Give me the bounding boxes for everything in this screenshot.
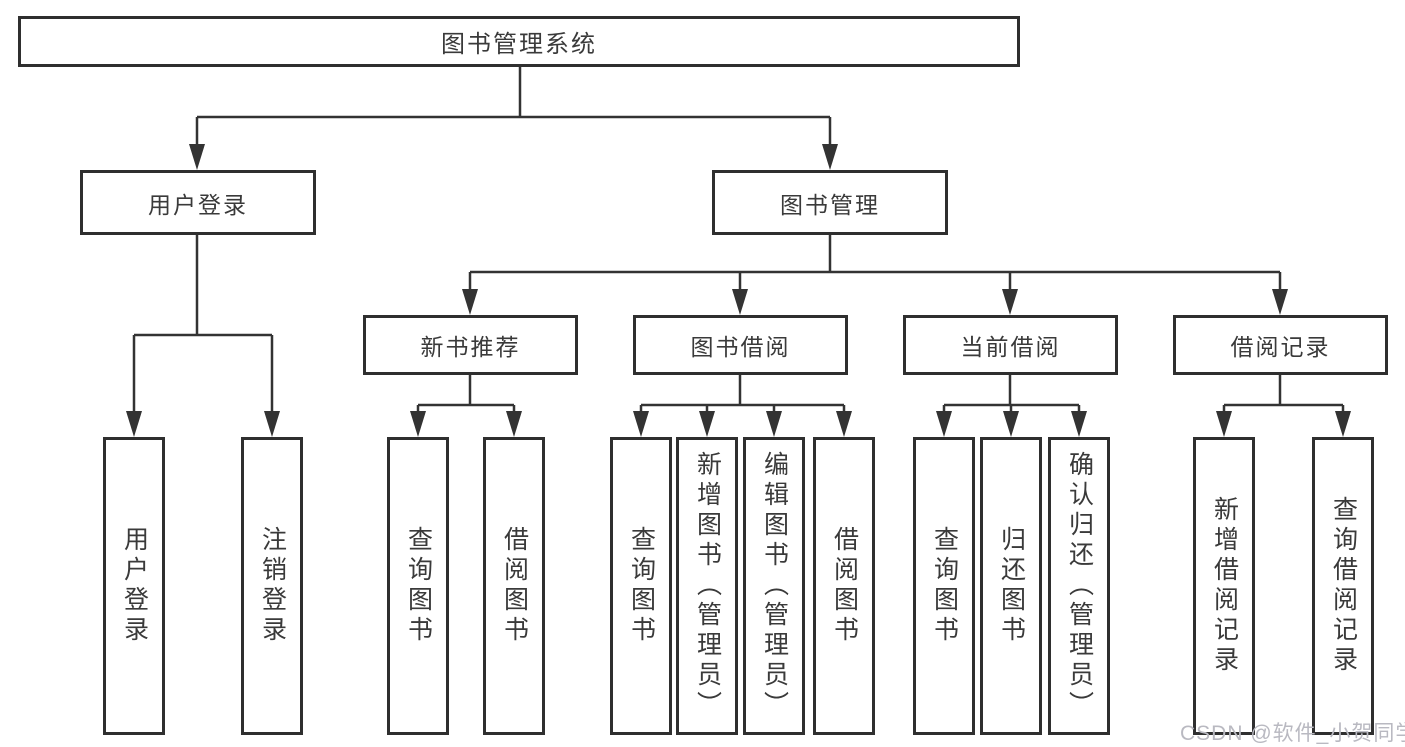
arrow-down-icon — [1335, 411, 1351, 437]
node-label: 查询借阅记录 — [1329, 496, 1358, 676]
arrow-down-icon — [732, 289, 748, 315]
leaf-query-books-recommend: 查询图书 — [387, 437, 449, 735]
node-label: 借阅图书 — [830, 526, 859, 646]
node-label: 确认归还（管理员） — [1065, 451, 1094, 721]
arrow-down-icon — [462, 289, 478, 315]
leaf-query-books-borrowing: 查询图书 — [610, 437, 672, 735]
node-label: 用户登录 — [148, 191, 248, 218]
node-label: 查询图书 — [930, 526, 959, 646]
node-book-borrowing: 图书借阅 — [633, 315, 848, 375]
node-label: 编辑图书（管理员） — [760, 451, 789, 721]
arrow-down-icon — [822, 144, 838, 170]
csdn-watermark: CSDN @软件_小贺同学 — [1180, 722, 1405, 745]
arrow-down-icon — [836, 411, 852, 437]
leaf-confirm-return-admin: 确认归还（管理员） — [1048, 437, 1110, 735]
arrow-down-icon — [264, 411, 280, 437]
node-book-management: 图书管理 — [712, 170, 948, 235]
arrow-down-icon — [766, 411, 782, 437]
node-label: 新书推荐 — [420, 334, 521, 360]
arrow-down-icon — [699, 411, 715, 437]
arrow-down-icon — [1216, 411, 1232, 437]
arrow-down-icon — [410, 411, 426, 437]
node-label: 借阅图书 — [500, 526, 529, 646]
leaf-return-books: 归还图书 — [980, 437, 1042, 735]
arrow-down-icon — [126, 411, 142, 437]
arrow-down-icon — [1002, 289, 1018, 315]
node-user-login: 用户登录 — [80, 170, 316, 235]
leaf-query-borrow-record: 查询借阅记录 — [1312, 437, 1374, 735]
leaf-query-books-current: 查询图书 — [913, 437, 975, 735]
leaf-borrow-books-recommend: 借阅图书 — [483, 437, 545, 735]
node-book-management-system: 图书管理系统 — [18, 16, 1020, 67]
node-label: 用户登录 — [120, 526, 149, 646]
node-label: 注销登录 — [258, 526, 287, 646]
node-borrow-records: 借阅记录 — [1173, 315, 1388, 375]
node-label: 新增图书（管理员） — [693, 451, 722, 721]
arrow-down-icon — [189, 144, 205, 170]
leaf-user-login: 用户登录 — [103, 437, 165, 735]
leaf-edit-books-admin: 编辑图书（管理员） — [743, 437, 805, 735]
node-label: 归还图书 — [997, 526, 1026, 646]
arrow-down-icon — [506, 411, 522, 437]
leaf-logout: 注销登录 — [241, 437, 303, 735]
node-label: 图书借阅 — [690, 334, 791, 360]
arrow-down-icon — [1071, 411, 1087, 437]
node-label: 新增借阅记录 — [1210, 496, 1239, 676]
node-label: 图书管理系统 — [441, 31, 597, 58]
node-label: 当前借阅 — [960, 334, 1061, 360]
arrow-down-icon — [1003, 411, 1019, 437]
node-label: 查询图书 — [404, 526, 433, 646]
arrow-down-icon — [1272, 289, 1288, 315]
leaf-borrow-books-borrowing: 借阅图书 — [813, 437, 875, 735]
node-new-book-recommend: 新书推荐 — [363, 315, 578, 375]
node-label: 图书管理 — [780, 191, 880, 218]
arrow-down-icon — [936, 411, 952, 437]
node-current-borrowing: 当前借阅 — [903, 315, 1118, 375]
leaf-add-borrow-record: 新增借阅记录 — [1193, 437, 1255, 735]
node-label: 借阅记录 — [1230, 334, 1331, 360]
leaf-add-books-admin: 新增图书（管理员） — [676, 437, 738, 735]
node-label: 查询图书 — [627, 526, 656, 646]
arrow-down-icon — [633, 411, 649, 437]
